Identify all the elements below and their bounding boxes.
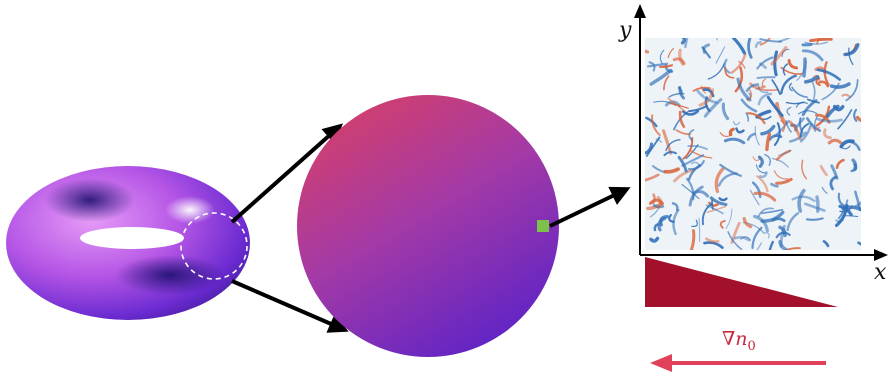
cross-section-disk bbox=[297, 95, 559, 357]
turbulence-streak bbox=[757, 77, 774, 78]
gradient-label: ∇n0 bbox=[722, 330, 756, 353]
gradient-arrowhead bbox=[650, 354, 672, 372]
torus bbox=[6, 166, 250, 320]
gradient-variable: n bbox=[735, 328, 747, 350]
turbulence-streak bbox=[811, 39, 832, 40]
y-axis-arrowhead bbox=[634, 4, 646, 18]
density-profile-wedge bbox=[645, 257, 838, 307]
turbulence-field bbox=[641, 21, 881, 261]
turbulence-streak bbox=[804, 59, 805, 76]
nabla-symbol: ∇ bbox=[722, 328, 735, 350]
gradient-subscript: 0 bbox=[748, 339, 756, 354]
torus-hole bbox=[80, 227, 184, 249]
x-axis-label: x bbox=[874, 262, 886, 284]
y-axis-label: y bbox=[619, 20, 631, 42]
local-domain-marker bbox=[537, 220, 549, 232]
domain-arrow bbox=[550, 189, 627, 226]
turbulence-streak bbox=[859, 243, 882, 247]
turbulence-streak bbox=[858, 117, 869, 120]
turbulence-streak bbox=[699, 218, 700, 241]
turbulence-streak bbox=[775, 52, 777, 75]
